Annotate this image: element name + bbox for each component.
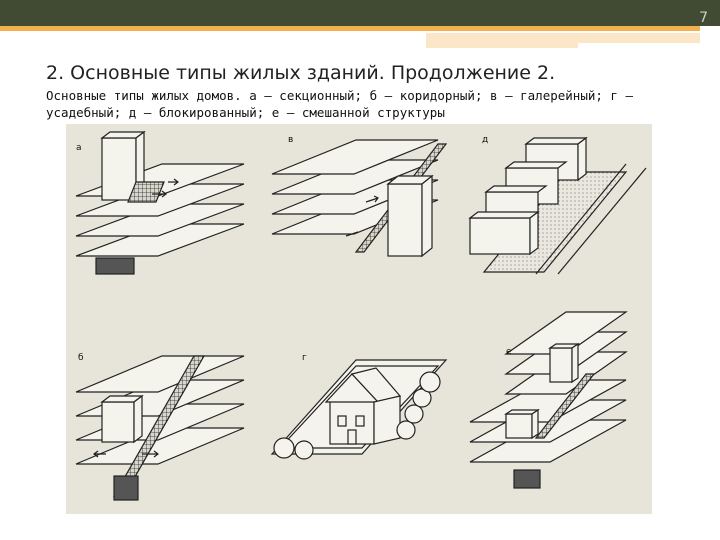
panel-label-d: д [482, 135, 488, 145]
panel-label-b: б [78, 353, 84, 363]
accent-stripe-light-small [426, 43, 578, 48]
panel-label-a: а [76, 143, 82, 153]
slide-title: 2. Основные типы жилых зданий. Продолжен… [46, 62, 556, 84]
accent-notch [700, 26, 720, 48]
panel-b-corridor-drawing [75, 355, 245, 501]
building-types-drawing: а в д б г е [75, 130, 647, 501]
top-bar [0, 0, 720, 26]
panel-a-sectional-drawing [75, 130, 245, 275]
slide-subtitle: Основные типы жилых домов. а – секционны… [46, 88, 633, 120]
building-types-figure: а в д б г е [66, 124, 652, 514]
accent-stripe-orange [0, 26, 700, 31]
panel-d-blocked-drawing [468, 136, 647, 275]
panel-label-e: е [506, 347, 512, 357]
panel-g-detached-drawing [270, 359, 448, 460]
accent-stripe-light [426, 33, 700, 43]
panel-e-mixed-drawing [469, 311, 628, 489]
panel-label-v: в [288, 135, 293, 145]
panel-v-gallery-drawing [271, 139, 448, 258]
slide-number: 7 [699, 10, 708, 26]
panel-label-g: г [302, 353, 307, 363]
